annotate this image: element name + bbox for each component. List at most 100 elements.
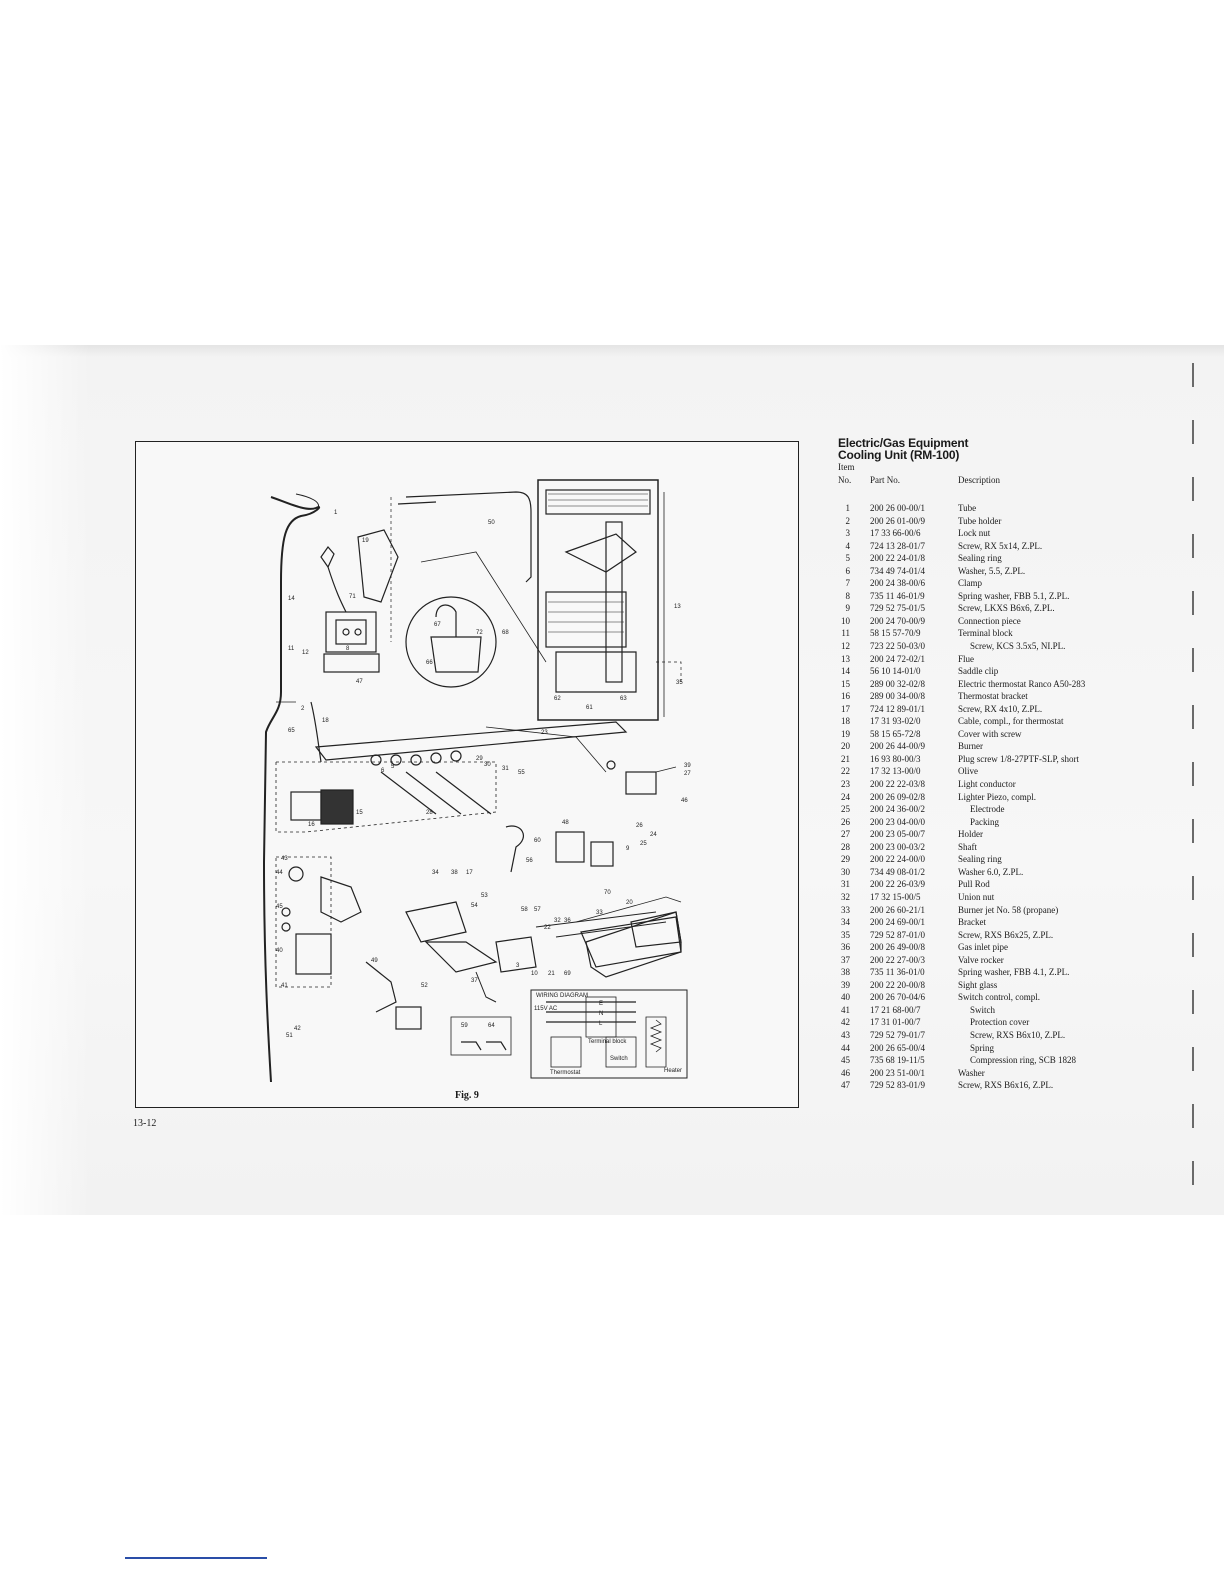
svg-text:56: 56 xyxy=(526,858,533,864)
part-description: Pull Rod xyxy=(958,879,990,890)
part-number: 200 26 44-00/9 xyxy=(870,741,925,752)
svg-text:29: 29 xyxy=(476,756,483,762)
part-description: Packing xyxy=(970,816,999,827)
svg-text:50: 50 xyxy=(488,520,495,526)
svg-text:8: 8 xyxy=(346,646,350,652)
item-number: 39 xyxy=(841,979,850,990)
item-number: 41 xyxy=(841,1004,850,1015)
part-description: Flue xyxy=(958,653,975,664)
wiring-title: WIRING DIAGRAM xyxy=(536,993,588,999)
svg-text:11: 11 xyxy=(288,646,295,652)
exploded-diagram: 1 2 3 5 6 8 9 10 11 12 13 14 15 16 17 18… xyxy=(262,479,691,1083)
header-item: Item xyxy=(838,462,855,472)
part-number: 56 10 14-01/0 xyxy=(870,666,921,677)
parts-row: 39 200 22 20-00/8 Sight glass xyxy=(838,979,1138,992)
svg-text:28: 28 xyxy=(426,810,433,816)
part-number: 200 22 20-00/8 xyxy=(870,979,925,990)
part-number: 200 22 24-00/0 xyxy=(870,854,925,865)
item-number: 5 xyxy=(845,553,851,564)
part-number: 729 52 75-01/5 xyxy=(870,603,925,614)
part-description: Holder xyxy=(958,829,983,840)
part-description: Electrode xyxy=(970,804,1005,815)
part-description: Cable, compl., for thermostat xyxy=(958,716,1064,727)
svg-text:3: 3 xyxy=(516,963,520,969)
wiring-thermostat-label: Thermostat xyxy=(550,1070,581,1076)
item-number: 9 xyxy=(845,603,851,614)
svg-text:30: 30 xyxy=(484,762,491,768)
svg-text:25: 25 xyxy=(640,841,647,847)
item-number: 32 xyxy=(841,891,850,902)
tab-mark xyxy=(1192,876,1194,900)
page-number: 13-12 xyxy=(133,1118,157,1129)
svg-text:45: 45 xyxy=(276,904,283,910)
part-description: Cover with screw xyxy=(958,728,1022,739)
parts-row: 8 735 11 46-01/9 Spring washer, FBB 5.1, Z… xyxy=(838,590,1138,603)
part-description: Sight glass xyxy=(958,979,998,990)
wiring-diagram: WIRING DIAGRAM 115V AC E N L Terminal bl… xyxy=(534,993,682,1076)
part-number: 724 13 28-01/7 xyxy=(870,540,925,551)
part-number: 735 11 46-01/9 xyxy=(870,590,925,601)
svg-text:23: 23 xyxy=(541,730,548,736)
svg-text:18: 18 xyxy=(322,718,329,724)
svg-text:2: 2 xyxy=(301,706,305,712)
part-number: 200 24 36-00/2 xyxy=(870,804,925,815)
part-description: Screw, RXS B6x16, Z.PL. xyxy=(958,1080,1054,1091)
part-description: Thermostat bracket xyxy=(958,691,1028,702)
svg-text:69: 69 xyxy=(564,971,571,977)
part-description: Washer, 5.5, Z.PL. xyxy=(958,565,1026,576)
svg-text:40: 40 xyxy=(276,948,283,954)
part-description: Washer xyxy=(958,1067,985,1078)
part-description: Protection cover xyxy=(970,1017,1030,1028)
svg-text:42: 42 xyxy=(294,1026,301,1032)
part-number: 200 26 00-00/1 xyxy=(870,503,925,513)
part-number: 723 22 50-03/0 xyxy=(870,641,925,652)
bottom-rule xyxy=(125,1557,267,1559)
svg-text:31: 31 xyxy=(502,766,509,772)
part-description: Spring washer, FBB 5.1, Z.PL. xyxy=(958,590,1070,601)
svg-text:67: 67 xyxy=(434,622,441,628)
svg-text:16: 16 xyxy=(308,822,315,828)
terminal-l: L xyxy=(599,1021,603,1027)
part-number: 200 26 01-00/9 xyxy=(870,515,925,526)
item-number: 36 xyxy=(841,942,850,953)
part-description: Plug screw 1/8-27PTF-SLP, short xyxy=(958,753,1080,764)
terminal-e: E xyxy=(599,1001,603,1007)
svg-text:6: 6 xyxy=(381,768,385,774)
item-number: 16 xyxy=(841,691,850,702)
item-number: 46 xyxy=(841,1067,850,1078)
part-description: Tube holder xyxy=(958,515,1002,526)
item-number: 8 xyxy=(845,590,851,601)
part-number: 729 52 79-01/7 xyxy=(870,1029,925,1040)
part-description: Olive xyxy=(958,766,978,777)
item-number: 22 xyxy=(841,766,850,777)
part-description: Sealing ring xyxy=(958,553,1002,564)
svg-text:59: 59 xyxy=(461,1023,468,1029)
item-number: 47 xyxy=(841,1080,850,1091)
part-number: 17 21 68-00/7 xyxy=(870,1004,921,1015)
part-number: 17 33 66-00/6 xyxy=(870,528,921,539)
item-number: 6 xyxy=(845,565,851,576)
svg-text:38: 38 xyxy=(451,870,458,876)
tab-mark xyxy=(1192,477,1194,501)
svg-text:55: 55 xyxy=(518,770,525,776)
part-number: 735 11 36-01/0 xyxy=(870,967,925,978)
part-number: 200 23 00-03/2 xyxy=(870,841,925,852)
part-number: 200 26 09-02/8 xyxy=(870,791,925,802)
item-number: 11 xyxy=(841,628,850,639)
item-number: 24 xyxy=(841,791,850,802)
scan-edge-shadow xyxy=(0,345,90,1215)
